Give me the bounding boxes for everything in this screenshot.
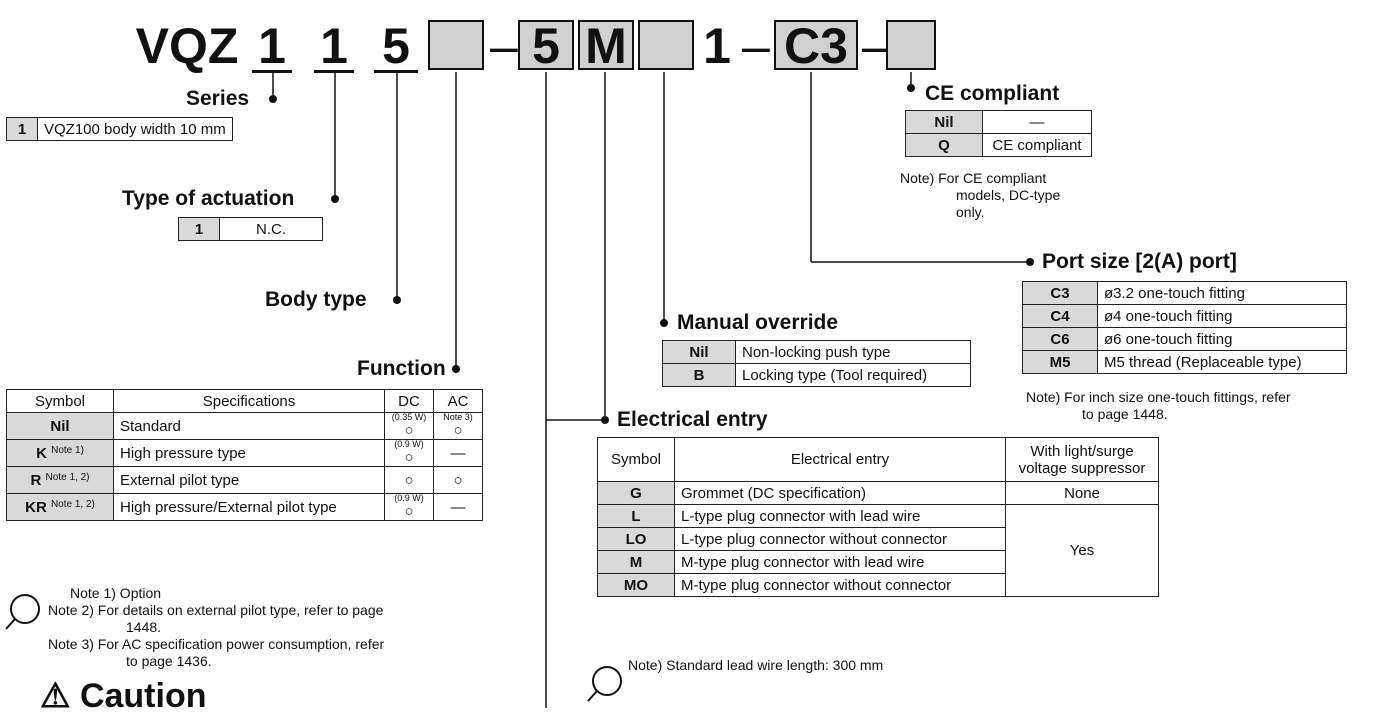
caution-heading: ⚠ Caution <box>40 677 207 715</box>
electrical-heading: Electrical entry <box>617 408 768 431</box>
table-row: Nil— <box>905 110 1092 134</box>
code-function-box <box>428 20 484 70</box>
code-electrical: 5 <box>518 20 574 71</box>
code-dash: – <box>490 18 518 74</box>
electrical-note: Note) Standard lead wire length: 300 mm <box>628 657 884 673</box>
table-row: Nil Standard (0.35 W)○ Note 3)○ <box>6 412 483 440</box>
code-blank-box <box>638 20 694 70</box>
table-row: R Note 1, 2) External pilot type ○ ○ <box>6 466 483 494</box>
warning-icon: ⚠ <box>40 677 71 715</box>
function-notes: Note 1) Option Note 2) For details on ex… <box>48 585 385 669</box>
code-body: 5 <box>374 21 418 73</box>
ce-heading: CE compliant <box>925 82 1060 105</box>
series-heading: Series <box>186 87 250 110</box>
override-heading: Manual override <box>677 311 839 334</box>
code-one: 1 <box>703 18 731 74</box>
code-ce-box <box>886 20 936 70</box>
body-type-heading: Body type <box>265 288 367 311</box>
code-dash: – <box>862 18 890 74</box>
model-prefix: VQZ <box>135 18 239 74</box>
table-header-row: Symbol Electrical entry With light/surge… <box>597 437 1159 482</box>
code-port: C3 <box>774 20 858 71</box>
function-table: Symbol Specifications DC AC Nil Standard… <box>6 389 483 521</box>
actuation-heading: Type of actuation <box>122 187 295 210</box>
electrical-table: Symbol Electrical entry With light/surge… <box>597 437 1159 597</box>
code-override: M <box>578 20 634 71</box>
code-actuation: 1 <box>314 21 354 73</box>
magnifier-icon <box>587 666 622 702</box>
code-dash: – <box>742 18 770 74</box>
port-heading: Port size [2(A) port] <box>1042 250 1237 273</box>
magnifier-icon <box>5 594 40 630</box>
port-notes: Note) For inch size one-touch fittings, … <box>1026 389 1291 422</box>
table-row: K Note 1) High pressure type (0.9 W)○ — <box>6 439 483 467</box>
code-series: 1 <box>252 21 292 73</box>
ce-notes: Note) For CE compliant models, DC-type o… <box>900 170 1061 220</box>
table-header-row: Symbol Specifications DC AC <box>6 389 483 413</box>
function-heading: Function <box>357 357 446 380</box>
table-row: KR Note 1, 2) High pressure/External pil… <box>6 493 483 521</box>
